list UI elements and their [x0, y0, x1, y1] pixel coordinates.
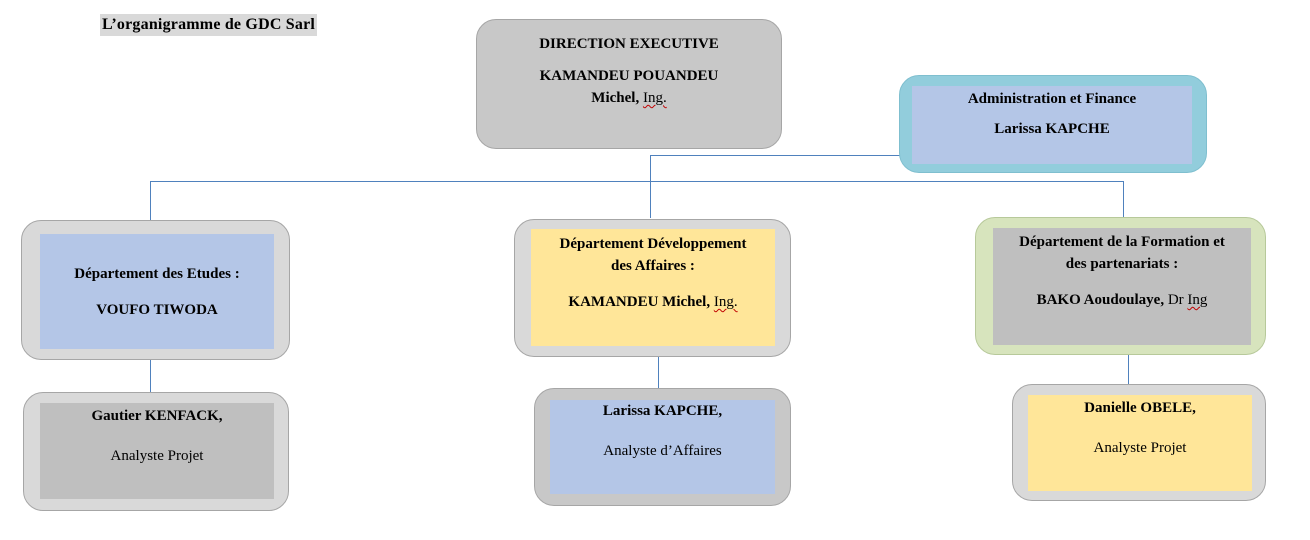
admin-heading: Administration et Finance	[967, 91, 1137, 107]
staff-kapche-name: Larissa KAPCHE,	[602, 403, 723, 419]
direction-suffix: Ing.	[642, 90, 667, 106]
dept-affaires-title-line1: Département Développement	[559, 236, 747, 252]
dept-formation-head: BAKO Aoudoulaye, Dr Ing	[1036, 292, 1208, 308]
chart-title: L’organigramme de GDC Sarl	[100, 14, 318, 36]
dept-formation-head-suffix: Ing	[1187, 292, 1208, 308]
dept-etudes-box: Département des Etudes : VOUFO TIWODA	[21, 220, 290, 360]
staff-kapche-box: Larissa KAPCHE, Analyste d’Affaires	[534, 388, 791, 506]
staff-kenfack-name: Gautier KENFACK,	[91, 408, 223, 424]
dept-affaires-head: KAMANDEU Michel, Ing.	[568, 294, 738, 310]
direction-heading: DIRECTION EXECUTIVE	[539, 36, 719, 52]
admin-name: Larissa KAPCHE	[994, 121, 1110, 137]
staff-kenfack-role: Analyste Projet	[110, 448, 204, 464]
dept-affaires-title-line2: des Affaires :	[611, 258, 695, 274]
staff-kapche-role: Analyste d’Affaires	[603, 443, 722, 459]
staff-obele-role: Analyste Projet	[1093, 440, 1187, 456]
dept-formation-box: Département de la Formation et des parte…	[975, 217, 1266, 355]
dept-etudes-title: Département des Etudes :	[74, 265, 240, 282]
staff-obele-name: Danielle OBELE,	[1084, 400, 1196, 416]
direction-executive-box: DIRECTION EXECUTIVE KAMANDEU POUANDEU Mi…	[476, 19, 782, 149]
dept-affaires-box: Département Développement des Affaires :…	[514, 219, 791, 357]
dept-etudes-head: VOUFO TIWODA	[96, 301, 218, 318]
dept-affaires-head-suffix: Ing.	[713, 294, 738, 310]
staff-kenfack-box: Gautier KENFACK, Analyste Projet	[23, 392, 289, 511]
dept-formation-title-line1: Département de la Formation et	[1019, 234, 1225, 250]
dept-formation-title-line2: des partenariats :	[1065, 256, 1179, 272]
staff-obele-box: Danielle OBELE, Analyste Projet	[1012, 384, 1266, 501]
direction-name-line2: Michel, Ing.	[591, 90, 667, 106]
admin-finance-box: Administration et Finance Larissa KAPCHE	[899, 75, 1207, 173]
direction-name: KAMANDEU POUANDEU	[539, 68, 719, 84]
